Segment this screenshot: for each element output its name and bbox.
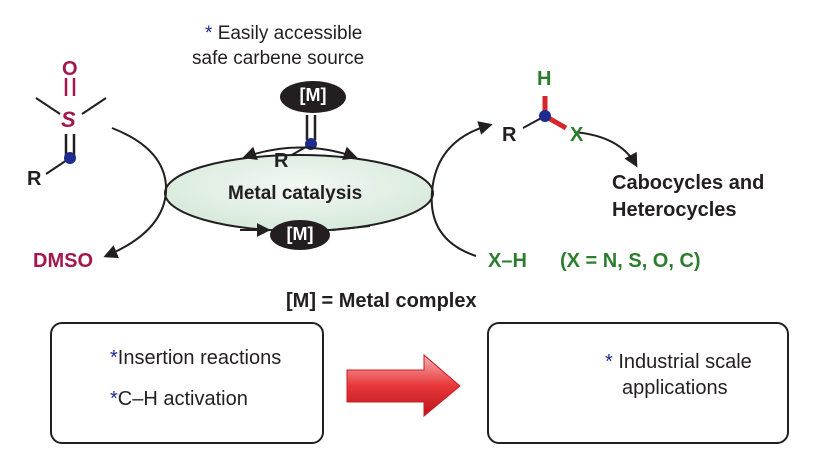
carbene-note-line1: * Easily accessible (205, 23, 363, 45)
cycle-arrow-top (242, 146, 358, 160)
metal-definition: [M] = Metal complex (286, 290, 477, 312)
scale-up-arrow (346, 353, 461, 418)
applications-box-right (487, 322, 789, 444)
ylide-to-dmso-arrow (103, 127, 168, 259)
left-box-item1-text: Insertion reactions (117, 347, 282, 369)
x-definition: (X = N, S, O, C) (560, 250, 701, 272)
atom-hydrogen: H (537, 68, 552, 90)
insertion-product (522, 96, 568, 131)
atom-sulfur: S (61, 107, 76, 132)
metal-carbene (280, 81, 346, 157)
left-box-star1: * (110, 347, 118, 369)
xh-label: X–H (488, 250, 527, 272)
ylide-carbon-dot (64, 152, 76, 164)
metal-badge-top (280, 81, 346, 113)
xh-insertion-arrow (430, 121, 493, 257)
cycle-arrow-bottom-right (331, 225, 371, 231)
right-box-line2: applications (622, 377, 728, 399)
sulfoxonium-ylide (35, 78, 107, 175)
carbene-note-text1: Easily accessible (217, 23, 363, 44)
product-to-cycles-arrow (573, 131, 638, 168)
right-box-line1: * Industrial scale (605, 351, 752, 373)
products-line1: Cabocycles and (612, 172, 765, 194)
dmso-label: DMSO (33, 250, 93, 272)
applications-box-left (50, 322, 324, 444)
carbene-note-star: * (205, 23, 213, 44)
right-box-line1-text: Industrial scale (618, 351, 752, 373)
left-box-item2-text: C–H activation (117, 388, 248, 410)
metal-label-top: [M] (299, 85, 327, 105)
carbene-note-line2: safe carbene source (192, 48, 365, 69)
atom-x: X (570, 124, 584, 146)
products-line2: Heterocycles (612, 199, 737, 221)
left-box-item2: *C–H activation (110, 388, 248, 410)
product-carbon-dot (539, 110, 551, 122)
left-box-item1: *Insertion reactions (110, 347, 281, 369)
metal-badge-bottom (270, 220, 330, 250)
metal-label-bottom: [M] (286, 224, 314, 244)
catalysis-label: Metal catalysis (228, 183, 363, 204)
atom-r-product: R (502, 124, 517, 146)
atom-r-carbene: R (274, 150, 289, 172)
right-box-star: * (605, 351, 613, 373)
atom-r-ylide: R (27, 168, 42, 190)
atom-oxygen: O (62, 58, 78, 80)
left-box-star2: * (110, 388, 118, 410)
